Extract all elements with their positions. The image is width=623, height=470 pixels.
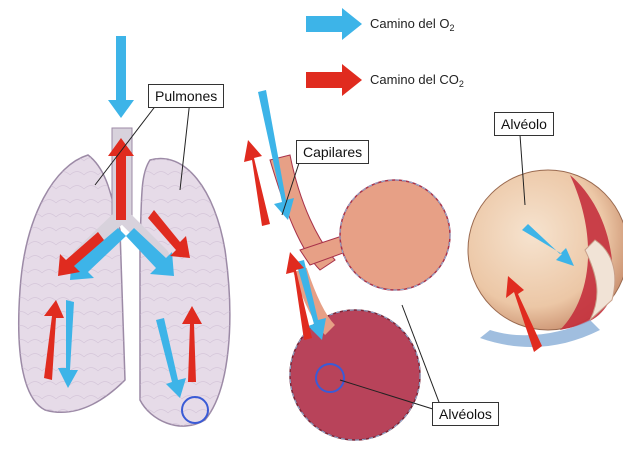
- legend-co2-label: Camino del CO2: [370, 72, 464, 89]
- alveoli-cluster-upper: [340, 180, 450, 290]
- alveolus-zoom: [468, 170, 623, 352]
- label-alveolos: Alvéolos: [432, 402, 499, 426]
- label-pulmones: Pulmones: [148, 84, 224, 108]
- label-capilares: Capilares: [296, 140, 369, 164]
- alveoli-cluster-illustration: [270, 155, 450, 440]
- legend-o2-arrow: [306, 8, 362, 40]
- legend-o2-label: Camino del O2: [370, 16, 455, 33]
- label-alveolo: Alvéolo: [494, 112, 554, 136]
- legend-co2-arrow: [306, 64, 362, 96]
